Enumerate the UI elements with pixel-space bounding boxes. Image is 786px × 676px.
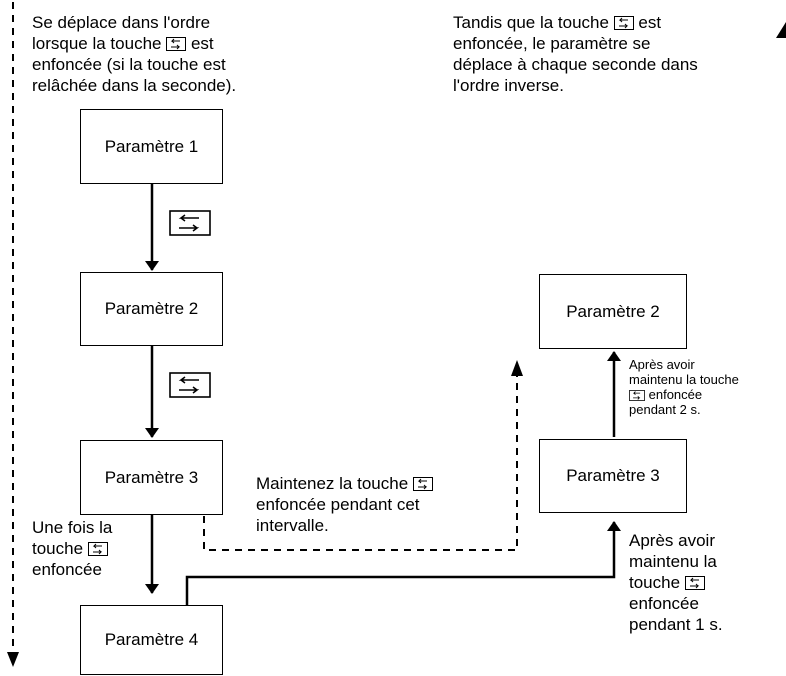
note-line: touche	[629, 572, 705, 593]
dashed-hold-arrowhead	[511, 360, 523, 376]
dashed-hold-interval	[203, 372, 518, 551]
note-text: touche	[32, 539, 84, 558]
note-line: enfoncée (si la touche est	[32, 55, 226, 74]
edge-arrowhead	[776, 22, 786, 38]
mode-key-icon	[629, 390, 645, 401]
note-text: est	[638, 13, 662, 32]
note-line: maintenu la touche	[629, 372, 739, 387]
box-label: Paramètre 2	[104, 299, 199, 318]
sequence-dashed-arrowhead	[7, 652, 19, 667]
box-right-parametre-3: Paramètre 3	[539, 439, 687, 513]
note-text: lorsque la touche	[32, 34, 162, 53]
box-parametre-1: Paramètre 1	[80, 109, 223, 184]
mode-key-icon	[169, 210, 211, 241]
note-line: enfoncée	[629, 388, 702, 402]
note-line: l'ordre inverse.	[453, 76, 564, 95]
note-line: Après avoir	[629, 531, 715, 550]
note-line: déplace à chaque seconde dans	[453, 55, 698, 74]
mode-key-icon	[166, 37, 187, 51]
note-line: enfoncée	[32, 560, 102, 579]
note-line: maintenu la	[629, 552, 717, 571]
note-line: Tandis que la touche est	[453, 12, 661, 33]
mode-key-icon	[684, 576, 705, 590]
note-text: enfoncée	[648, 387, 703, 402]
note-line: enfoncée, le paramètre se	[453, 34, 651, 53]
note-line: touche	[32, 538, 108, 559]
note-text: Maintenez la touche	[256, 474, 409, 493]
note-text: Tandis que la touche	[453, 13, 609, 32]
mode-key-icon	[87, 542, 108, 556]
box-label: Paramètre 2	[566, 301, 660, 321]
note-line: lorsque la touche est	[32, 33, 214, 54]
note-line: Après avoir	[629, 357, 695, 372]
box-parametre-4: Paramètre 4	[80, 605, 223, 675]
note-line: enfoncée pendant cet	[256, 495, 420, 514]
mode-key-icon	[169, 372, 211, 403]
note-line: intervalle.	[256, 516, 329, 535]
box-label: Paramètre 3	[566, 466, 660, 485]
note-text: est	[190, 34, 214, 53]
note-line: Maintenez la touche	[256, 473, 433, 494]
arrow-p4-to-right-p3	[185, 521, 621, 606]
box-label: Paramètre 4	[104, 630, 199, 649]
note-line: Se déplace dans l'ordre	[32, 13, 211, 32]
mode-key-icon	[412, 477, 433, 491]
note-line: Une fois la	[32, 518, 113, 537]
note-line: pendant 2 s.	[629, 402, 701, 417]
note-line: enfoncée	[629, 594, 699, 613]
box-parametre-3: Paramètre 3	[80, 440, 223, 515]
note-line: pendant 1 s.	[629, 615, 723, 634]
note-line: relâchée dans la seconde).	[32, 76, 237, 95]
box-label: Paramètre 1	[104, 136, 199, 156]
mode-key-icon	[613, 16, 634, 30]
box-parametre-2: Paramètre 2	[80, 272, 223, 346]
note-text: touche	[629, 573, 681, 592]
box-label: Paramètre 3	[104, 467, 199, 487]
box-right-parametre-2: Paramètre 2	[539, 274, 687, 349]
